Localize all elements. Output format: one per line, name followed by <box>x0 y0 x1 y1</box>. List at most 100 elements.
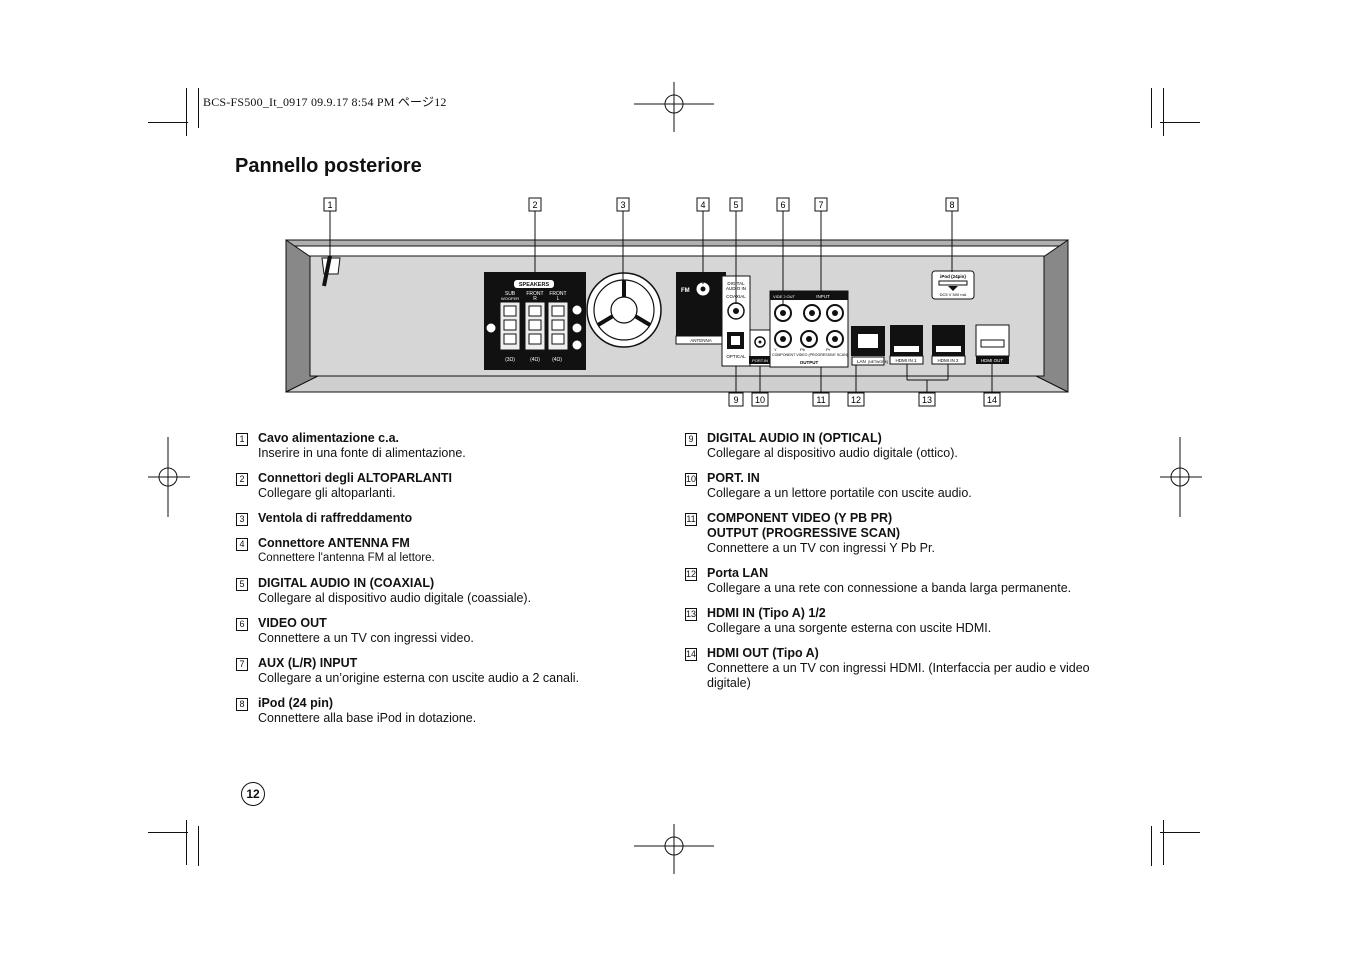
item-description: Connettere a un TV con ingressi Y Pb Pr. <box>707 541 935 555</box>
registration-mark-top <box>634 82 714 132</box>
svg-text:L: L <box>557 296 560 302</box>
list-item: 13 HDMI IN (Tipo A) 1/2 Collegare a una … <box>685 606 1105 636</box>
callout-top-5: 5 <box>729 197 743 212</box>
svg-text:FRONT: FRONT <box>526 291 543 297</box>
callout-bottom-9: 9 <box>728 392 744 407</box>
list-item: 7 AUX (L/R) INPUT Collegare a un’origine… <box>236 656 656 686</box>
list-item: 6 VIDEO OUT Connettere a un TV con ingre… <box>236 616 656 646</box>
callout-top-3: 3 <box>616 197 630 212</box>
svg-text:Y: Y <box>774 347 777 352</box>
item-description: Connettere a un TV con ingressi HDMI. (I… <box>707 661 1090 690</box>
svg-text:VIDEO OUT: VIDEO OUT <box>773 294 796 299</box>
item-number: 9 <box>685 433 697 446</box>
crop-mark <box>1160 832 1200 833</box>
print-header: BCS-FS500_It_0917 09.9.17 8:54 PM ページ12 <box>203 95 447 109</box>
chassis-top-edge <box>285 239 1069 247</box>
item-title: Cavo alimentazione c.a. <box>258 431 400 445</box>
svg-text:R: R <box>533 296 537 302</box>
item-title-line-2: OUTPUT (PROGRESSIVE SCAN) <box>707 526 901 540</box>
list-item: 12 Porta LAN Collegare a una rete con co… <box>685 566 1105 596</box>
item-number: 1 <box>236 433 248 446</box>
list-item: 2 Connettori degli ALTOPARLANTI Collegar… <box>236 471 656 501</box>
item-number: 2 <box>236 473 248 486</box>
svg-text:Pb: Pb <box>800 347 806 352</box>
svg-text:DC5 V 500 mA: DC5 V 500 mA <box>940 292 967 297</box>
item-description: Collegare a una rete con connessione a b… <box>707 581 1072 595</box>
item-description: Collegare a un’origine esterna con uscit… <box>258 671 580 685</box>
item-description: Inserire in una fonte di alimentazione. <box>258 446 466 460</box>
item-number: 13 <box>685 608 697 621</box>
callout-top-2: 2 <box>528 197 542 212</box>
list-item: 9 DIGITAL AUDIO IN (OPTICAL) Collegare a… <box>685 431 1105 461</box>
svg-text:12: 12 <box>851 395 861 405</box>
item-description: Collegare a una sorgente esterna con usc… <box>707 621 992 635</box>
svg-text:(4Ω): (4Ω) <box>530 357 540 363</box>
crop-mark <box>1160 122 1200 123</box>
svg-text:Pr: Pr <box>826 347 831 352</box>
page-number: 12 <box>241 782 265 806</box>
item-title: Connettori degli ALTOPARLANTI <box>258 471 452 485</box>
svg-text:(3Ω): (3Ω) <box>505 357 515 363</box>
item-description: Collegare al dispositivo audio digitale … <box>258 591 532 605</box>
svg-text:iPod (24pin): iPod (24pin) <box>940 274 966 279</box>
list-item: 14 HDMI OUT (Tipo A) Connettere a un TV … <box>685 646 1105 691</box>
list-item: 8 iPod (24 pin) Connettere alla base iPo… <box>236 696 656 726</box>
svg-text:14: 14 <box>987 395 997 405</box>
item-title: HDMI IN (Tipo A) 1/2 <box>707 606 826 620</box>
item-number: 5 <box>236 578 248 591</box>
callout-bottom-10: 10 <box>751 392 769 407</box>
item-title: HDMI OUT (Tipo A) <box>707 646 819 660</box>
item-description: Connettere l'antenna FM al lettore. <box>258 552 435 564</box>
crop-mark <box>1163 88 1164 136</box>
item-number: 14 <box>685 648 697 661</box>
item-description: Connettere a un TV con ingressi video. <box>258 631 474 645</box>
speaker-terminals <box>485 301 583 351</box>
callout-top-6: 6 <box>776 197 790 212</box>
crop-mark <box>1163 820 1164 865</box>
crop-mark <box>186 820 187 865</box>
cooling-fan-icon <box>586 272 662 348</box>
callout-bottom-11: 11 <box>812 392 830 407</box>
power-cord-cable <box>322 255 332 287</box>
item-number: 7 <box>236 658 248 671</box>
svg-text:9: 9 <box>733 395 738 405</box>
item-number: 11 <box>685 513 697 526</box>
item-description: Collegare al dispositivo audio digitale … <box>707 446 958 460</box>
item-description: Connettere alla base iPod in dotazione. <box>258 711 477 725</box>
svg-text:2: 2 <box>532 200 537 210</box>
svg-text:4: 4 <box>700 200 705 210</box>
svg-text:WOOFER: WOOFER <box>501 296 519 301</box>
callout-top-8: 8 <box>945 197 959 212</box>
crop-mark <box>148 122 188 123</box>
list-item: 4 Connettore ANTENNA FM Connettere l'ant… <box>236 536 656 566</box>
crop-mark <box>1151 88 1152 128</box>
svg-text:INPUT: INPUT <box>816 294 830 299</box>
svg-text:13: 13 <box>922 395 932 405</box>
callout-top-1: 1 <box>323 197 337 212</box>
description-list-right: 9 DIGITAL AUDIO IN (OPTICAL) Collegare a… <box>685 431 1105 701</box>
svg-text:(NETWORK): (NETWORK) <box>868 360 888 364</box>
page-title: Pannello posteriore <box>235 155 422 177</box>
item-number: 3 <box>236 513 248 526</box>
registration-mark-bottom <box>634 824 714 874</box>
item-title: Connettore ANTENNA FM <box>258 536 410 550</box>
svg-text:6: 6 <box>780 200 785 210</box>
svg-text:7: 7 <box>818 200 823 210</box>
callout-bottom-12: 12 <box>847 392 865 407</box>
item-title: Ventola di raffreddamento <box>258 511 413 525</box>
callout-bottom-13: 13 <box>918 392 936 407</box>
crop-mark <box>1151 826 1152 866</box>
svg-text:COMPONENT VIDEO (PROGRESSIVE S: COMPONENT VIDEO (PROGRESSIVE SCAN) <box>772 353 848 357</box>
svg-text:8: 8 <box>949 200 954 210</box>
svg-text:FRONT: FRONT <box>549 291 566 297</box>
svg-text:HDMI OUT: HDMI OUT <box>981 358 1003 363</box>
callout-lines <box>329 211 993 393</box>
list-item: 5 DIGITAL AUDIO IN (COAXIAL) Collegare a… <box>236 576 656 606</box>
svg-text:HDMI IN 2: HDMI IN 2 <box>937 358 958 363</box>
svg-text:SUB: SUB <box>505 291 516 297</box>
item-number: 4 <box>236 538 248 551</box>
svg-text:OUTPUT: OUTPUT <box>800 360 819 365</box>
item-title: iPod (24 pin) <box>258 696 333 710</box>
item-title: COMPONENT VIDEO (Y PB PR) <box>707 511 893 525</box>
list-item: 1 Cavo alimentazione c.a. Inserire in un… <box>236 431 656 461</box>
